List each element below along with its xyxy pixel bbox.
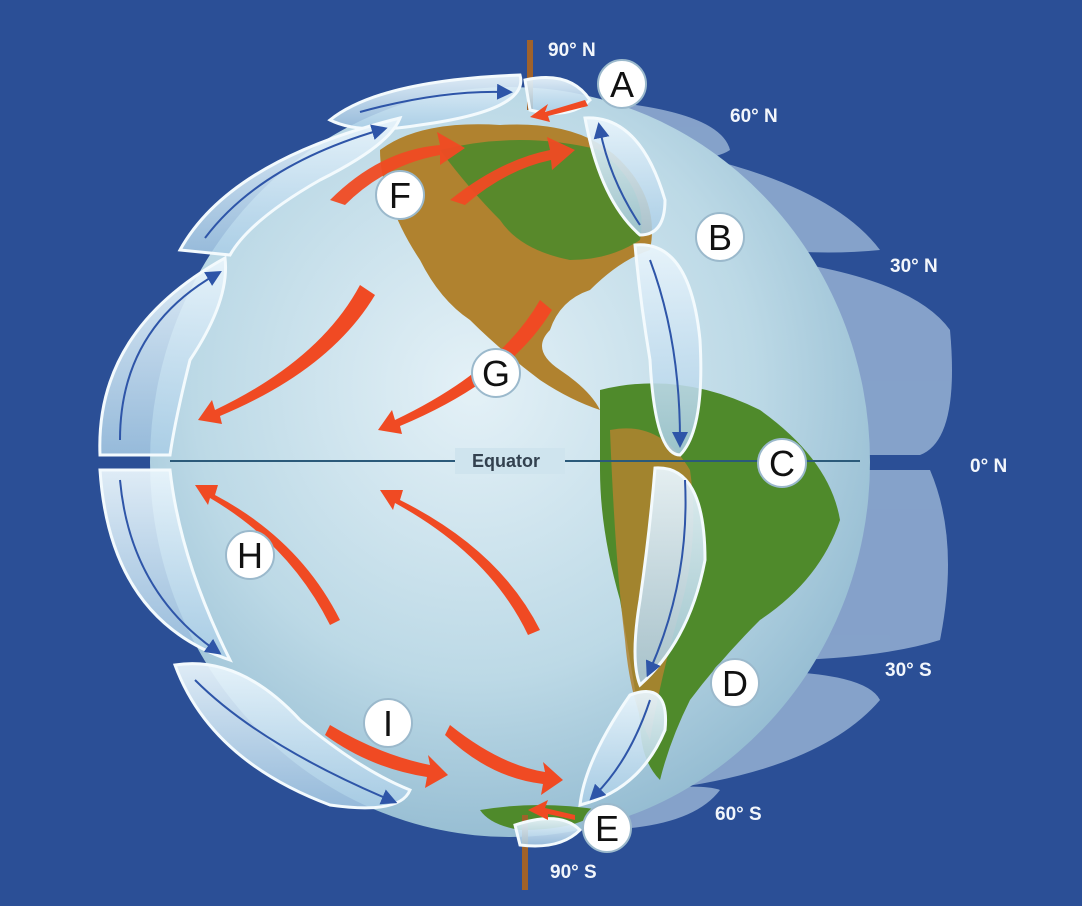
- svg-text:E: E: [595, 808, 619, 849]
- westerly-arrow-north-1: [330, 132, 465, 205]
- label-0n: 0° N: [970, 456, 1007, 477]
- trade-arrow-north-2: [378, 300, 552, 434]
- trade-arrow-south-1: [195, 485, 340, 625]
- svg-text:H: H: [237, 535, 263, 576]
- marker-h: H: [225, 530, 275, 580]
- label-30s: 30° S: [885, 660, 932, 681]
- marker-g: G: [471, 348, 521, 398]
- svg-text:D: D: [722, 663, 748, 704]
- label-60s: 60° S: [715, 804, 762, 825]
- cell-hadley-north: [98, 255, 228, 457]
- equator-label-bg: [455, 448, 565, 474]
- cell-ferrel-south: [172, 662, 412, 810]
- westerly-arrow-south-1: [325, 725, 448, 788]
- left-cells: [98, 73, 583, 848]
- svg-text:A: A: [610, 64, 634, 105]
- svg-text:C: C: [769, 443, 795, 484]
- marker-e: E: [582, 803, 632, 853]
- svg-text:G: G: [482, 353, 510, 394]
- meridian-cells: [523, 76, 707, 807]
- westerly-arrow-polar: [530, 100, 588, 122]
- svg-text:B: B: [708, 217, 732, 258]
- label-30n: 30° N: [890, 256, 938, 277]
- label-90s: 90° S: [550, 862, 597, 883]
- north-america-green: [440, 140, 642, 260]
- label-90n: 90° N: [548, 40, 596, 61]
- meridian-cell-hadley-south: [633, 466, 707, 688]
- wind-arrows: [195, 100, 588, 820]
- markers: A B C D E F G H: [225, 59, 807, 853]
- westerly-arrow-polar-south: [528, 800, 575, 820]
- svg-text:I: I: [383, 703, 393, 744]
- equator-label: Equator: [472, 451, 540, 471]
- cell-hadley-south: [98, 468, 233, 663]
- cell-polar-south: [513, 817, 583, 848]
- latitude-labels: 90° N 60° N 30° N 0° N 30° S 60° S 90° S: [548, 40, 1007, 883]
- westerly-arrow-south-2: [445, 725, 563, 795]
- meridian-cell-hadley-north: [633, 243, 703, 457]
- westerly-arrow-north-2: [450, 137, 575, 205]
- trade-arrow-south-2: [380, 490, 540, 635]
- marker-d: D: [710, 658, 760, 708]
- marker-b: B: [695, 212, 745, 262]
- marker-f: F: [375, 170, 425, 220]
- trade-arrow-north-1: [198, 285, 375, 424]
- marker-i: I: [363, 698, 413, 748]
- cell-ferrel-north: [177, 115, 403, 257]
- marker-c: C: [757, 438, 807, 488]
- marker-a: A: [597, 59, 647, 109]
- svg-text:F: F: [389, 175, 411, 216]
- label-60n: 60° N: [730, 106, 778, 127]
- meridian-cell-ferrel-south: [578, 690, 668, 807]
- meridian-cell-polar-north: [523, 76, 592, 115]
